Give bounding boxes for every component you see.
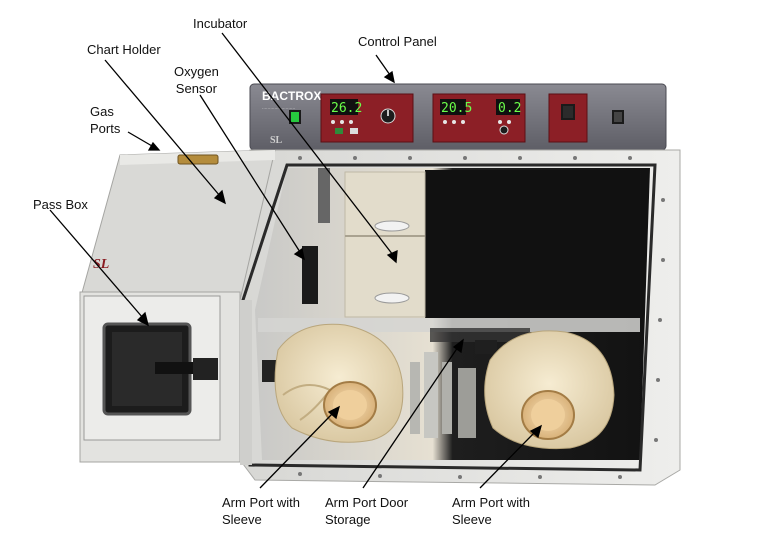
oxygen-sensor-device [302,246,318,304]
label-control-panel: Control Panel [358,34,437,49]
control-panel: BACTROX ........................ SL 26.2… [249,83,667,151]
pass-box-logo: SL [93,257,109,272]
label-pass-box: Pass Box [33,197,88,212]
panel-logo: SL [270,135,283,146]
display-2: 20.5 [441,101,472,116]
display-3: 0.2 [498,101,521,116]
gas-port-fitting [177,154,219,165]
arm-port-left [274,323,404,443]
display-1: 26.2 [331,101,362,116]
pass-box: SL [79,149,276,465]
power-switch[interactable] [291,112,299,122]
arm-port-right [484,330,615,450]
label-arm-port-left: Arm Port with Sleeve [222,495,301,527]
svg-text:........................: ........................ [262,105,295,111]
label-incubator: Incubator [193,16,248,31]
label-chart-holder: Chart Holder [87,42,161,57]
label-arm-port-door-storage: Arm Port Door Storage [325,495,409,527]
brand-text: BACTROX [262,89,321,103]
leader-lines [49,32,543,489]
label-gas-ports: Gas Ports [90,104,121,136]
label-oxygen-sensor: Oxygen Sensor [174,64,219,96]
label-arm-port-right: Arm Port with Sleeve [452,495,531,527]
